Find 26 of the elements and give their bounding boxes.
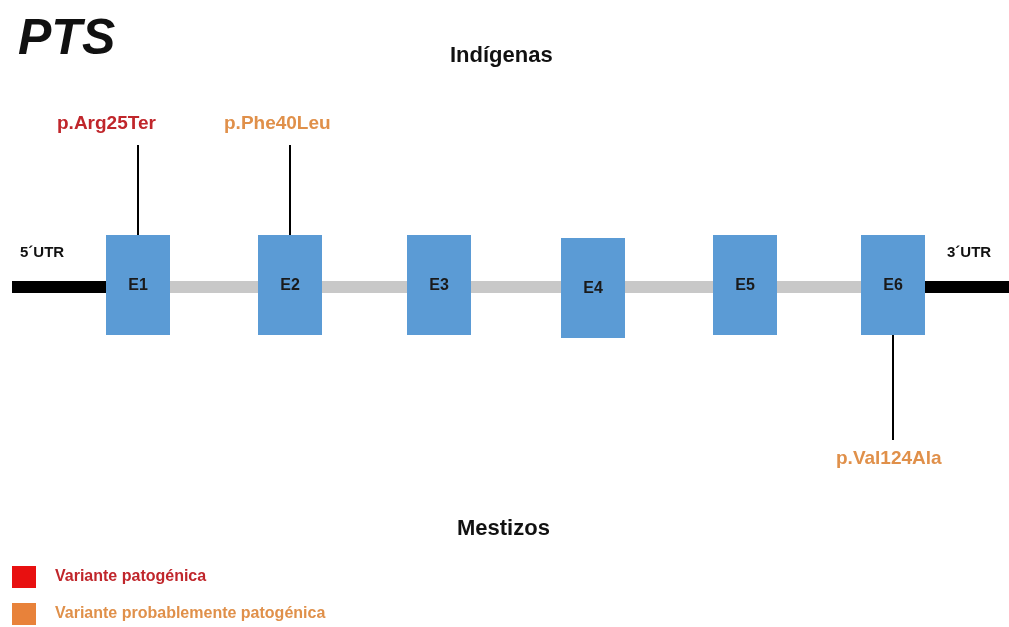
exon-box: E1 bbox=[106, 235, 170, 335]
leader-line bbox=[892, 334, 894, 441]
utr-line bbox=[925, 281, 1009, 293]
intron-line bbox=[777, 281, 861, 293]
legend-text: Variante probablemente patogénica bbox=[55, 604, 326, 622]
exon-box: E6 bbox=[861, 235, 925, 335]
utr-line bbox=[12, 281, 106, 293]
intron-line bbox=[471, 281, 561, 293]
section-heading: Mestizos bbox=[457, 515, 550, 541]
intron-line bbox=[322, 281, 407, 293]
gene-title: PTS bbox=[18, 8, 116, 66]
exon-box: E5 bbox=[713, 235, 777, 335]
section-heading: Indígenas bbox=[450, 42, 553, 68]
variant-label: p.Val124Ala bbox=[836, 447, 942, 469]
intron-line bbox=[625, 281, 713, 293]
exon-box: E4 bbox=[561, 238, 625, 338]
utr-label: 3´UTR bbox=[947, 243, 992, 260]
legend-text: Variante patogénica bbox=[55, 567, 207, 585]
leader-line bbox=[137, 144, 139, 236]
intron-line bbox=[170, 281, 258, 293]
variant-label: p.Phe40Leu bbox=[224, 112, 331, 134]
exon-box: E2 bbox=[258, 235, 322, 335]
utr-label: 5´UTR bbox=[20, 243, 65, 260]
variant-label: p.Arg25Ter bbox=[57, 112, 156, 134]
exon-box: E3 bbox=[407, 235, 471, 335]
leader-line bbox=[289, 144, 291, 236]
